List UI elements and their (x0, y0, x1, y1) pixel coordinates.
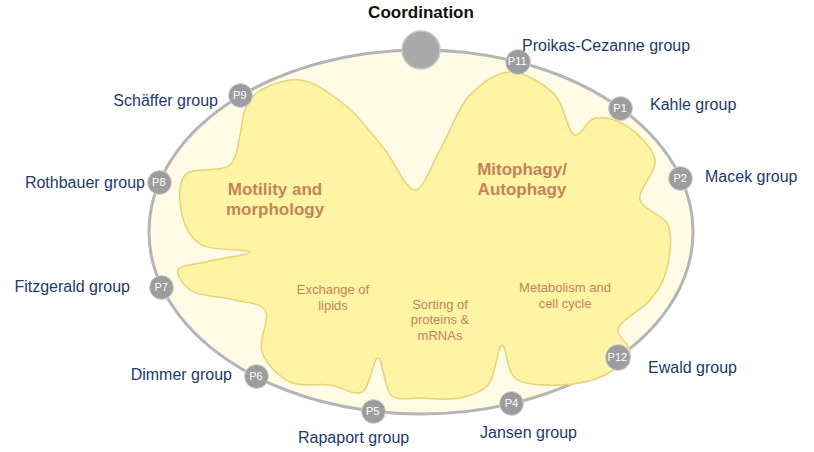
project-number: P9 (233, 89, 246, 101)
diagram-title: Coordination (368, 3, 474, 23)
project-circle: P7 (149, 275, 174, 300)
region-label: Metabolism and cell cycle (518, 280, 612, 311)
coordination-circle (402, 31, 440, 69)
group-label: Macek group (705, 168, 798, 186)
project-circle: P12 (605, 344, 632, 371)
cell-outline (149, 50, 693, 414)
project-number: P4 (505, 397, 518, 409)
project-number: P11 (508, 55, 527, 67)
group-label: Ewald group (648, 359, 737, 377)
region-label: Exchange of lipids (288, 282, 378, 313)
project-circle: P4 (499, 391, 524, 416)
region-label: Sorting of proteins & mRNAs (399, 297, 481, 344)
project-circle: P1 (608, 96, 633, 121)
group-label: Rothbauer group (25, 174, 145, 192)
project-number: P7 (155, 281, 168, 293)
group-label: Jansen group (480, 424, 577, 442)
group-label: Rapaport group (298, 429, 409, 447)
group-label: Schäffer group (113, 92, 218, 110)
mitochondrion-outline (178, 72, 671, 399)
project-circle: P8 (147, 170, 172, 195)
project-circle: P6 (244, 364, 269, 389)
group-label: Fitzgerald group (14, 278, 130, 296)
project-number: P12 (608, 351, 628, 363)
project-number: P8 (152, 176, 165, 188)
project-circle: P5 (361, 399, 386, 424)
project-circle: P2 (668, 166, 693, 191)
region-label: Mitophagy/ Autophagy (466, 160, 578, 201)
project-number: P2 (674, 172, 687, 184)
group-label: Dimmer group (131, 366, 232, 384)
project-number: P6 (249, 370, 262, 382)
group-label: Proikas-Cezanne group (522, 37, 690, 55)
project-number: P5 (366, 405, 379, 417)
project-number: P1 (613, 102, 626, 114)
region-label: Motility and morphology (213, 180, 338, 221)
group-label: Kahle group (650, 96, 736, 114)
